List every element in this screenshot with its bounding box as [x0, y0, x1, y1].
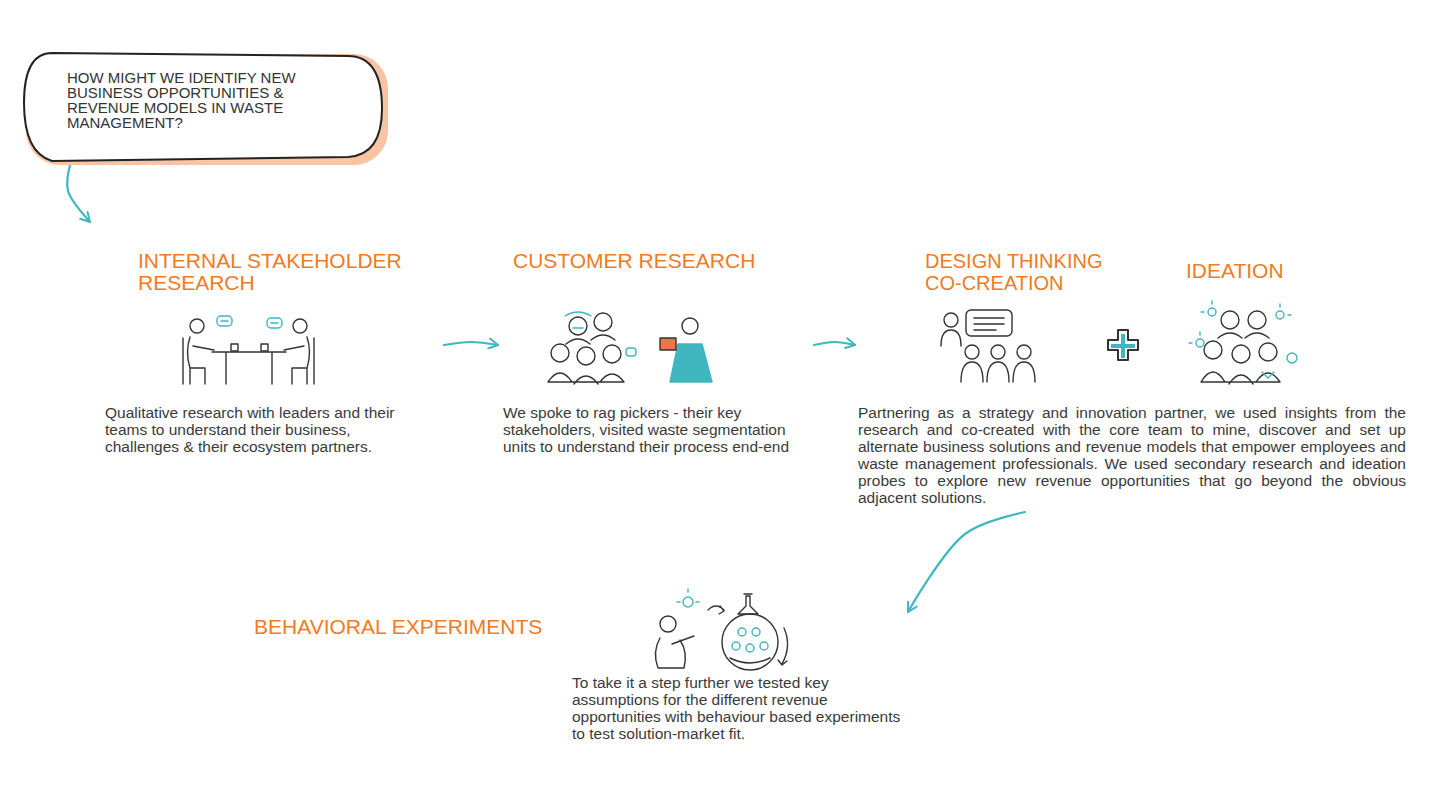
experiment-icon-stroke — [732, 642, 740, 650]
co-creation-icon-stroke — [965, 345, 979, 359]
ideation-icon-stroke — [1287, 353, 1297, 363]
customer-group-icon-stroke — [551, 344, 569, 362]
experiment-icon-stroke — [778, 628, 788, 665]
experiment-icon-stroke — [655, 636, 694, 668]
step-heading: CUSTOMER RESEARCH — [513, 250, 798, 272]
customer-group-icon-stroke — [569, 317, 587, 335]
experiment-icon-stroke — [677, 589, 699, 602]
customer-group-icon-stroke — [603, 345, 621, 363]
step-description: Qualitative research with leaders and th… — [105, 404, 415, 455]
meeting-icon-stroke — [212, 352, 286, 384]
ideation-icon — [1189, 301, 1297, 384]
process-step: INTERNAL STAKEHOLDER RESEARCH Qualitative… — [88, 222, 444, 461]
flow-arrow — [908, 512, 1025, 612]
step-description: Partnering as a strategy and innovation … — [858, 404, 1406, 506]
co-creation-icon-stroke — [944, 313, 958, 327]
ideation-icon-stroke — [1221, 311, 1239, 329]
co-creation-icon — [941, 310, 1035, 382]
experiment-icon-stroke — [730, 658, 770, 663]
customer-group-icon-stroke — [682, 318, 698, 334]
meeting-icon-stroke — [231, 344, 238, 351]
customer-group-icon-stroke — [626, 348, 636, 356]
ideation-icon-stroke — [1204, 341, 1222, 359]
customer-group-icon-stroke — [660, 338, 676, 350]
experiment-icon-stroke — [708, 606, 724, 614]
ideation-icon-stroke — [1208, 308, 1216, 316]
experiment-icon-stroke — [660, 616, 676, 632]
meeting-icon-stroke — [267, 318, 282, 328]
co-creation-icon-stroke — [961, 362, 1035, 382]
co-creation-icon-stroke — [1017, 345, 1031, 359]
step-description: We spoke to rag pickers - their key stak… — [503, 404, 808, 455]
meeting-icon-stroke — [293, 319, 307, 333]
bubble-border — [24, 53, 382, 161]
question-text: HOW MIGHT WE IDENTIFY NEW BUSINESS OPPOR… — [67, 70, 357, 130]
experiment-icon — [655, 589, 787, 670]
plus-symbol-stroke — [1108, 330, 1138, 360]
experiment-icon-stroke — [683, 597, 693, 607]
ideation-icon-stroke — [1218, 333, 1269, 338]
customer-group-icon-stroke — [548, 373, 624, 384]
co-creation-icon-stroke — [991, 345, 1005, 359]
ideation-icon-stroke — [1232, 345, 1250, 363]
customer-group-icon — [548, 312, 712, 384]
ideation-icon-stroke — [1196, 339, 1204, 347]
ideation-icon-stroke — [1262, 372, 1274, 378]
flow-arrow — [67, 165, 90, 222]
step-description: To take it a step further we tested key … — [572, 674, 902, 742]
step-heading: DESIGN THINKING CO-CREATION — [925, 250, 1125, 294]
experiment-icon-stroke — [746, 644, 754, 652]
step-heading: BEHAVIORAL EXPERIMENTS — [254, 616, 554, 638]
plus-symbol-stroke — [1111, 334, 1135, 358]
customer-group-icon-stroke — [566, 335, 615, 344]
process-step: DESIGN THINKING CO-CREATION Partnering as… — [855, 244, 1412, 512]
ideation-icon-stroke — [1201, 372, 1280, 384]
meeting-icon-stroke — [284, 337, 314, 384]
meeting-icon-stroke — [190, 319, 204, 333]
experiment-icon-stroke — [738, 628, 746, 636]
process-step: CUSTOMER RESEARCH We spoke to rag pickers… — [498, 246, 814, 461]
ideation-icon-stroke — [1259, 343, 1277, 361]
step-heading: INTERNAL STAKEHOLDER RESEARCH — [138, 250, 438, 294]
meeting-icon-stroke — [221, 321, 278, 323]
question-bubble: HOW MIGHT WE IDENTIFY NEW BUSINESS OPPOR… — [22, 52, 388, 165]
co-creation-icon-stroke — [941, 330, 961, 346]
co-creation-icon-stroke — [966, 310, 1012, 336]
experiment-icon-stroke — [752, 628, 760, 636]
customer-group-icon-stroke — [565, 312, 591, 328]
customer-group-icon-stroke — [577, 347, 595, 365]
meeting-icon-stroke — [261, 344, 268, 351]
ideation-icon-stroke — [1276, 311, 1284, 319]
experiment-icon-stroke — [738, 594, 758, 614]
flow-arrow — [814, 342, 855, 345]
meeting-icon-stroke — [183, 337, 214, 384]
experiment-icon-stroke — [722, 614, 778, 670]
ideation-icon-stroke — [1248, 311, 1266, 329]
ideation-icon-stroke — [1189, 301, 1291, 343]
plus-symbol — [1108, 330, 1138, 360]
step-heading: IDEATION — [1186, 260, 1306, 282]
meeting-icon — [183, 316, 314, 384]
experiment-icon-stroke — [760, 642, 768, 650]
process-step: IDEATION — [1180, 254, 1312, 288]
process-step: BEHAVIORAL EXPERIMENTS To take it a step … — [248, 610, 908, 748]
flow-arrow — [444, 342, 498, 345]
co-creation-icon-stroke — [974, 318, 1004, 330]
customer-group-icon-stroke — [594, 313, 612, 331]
